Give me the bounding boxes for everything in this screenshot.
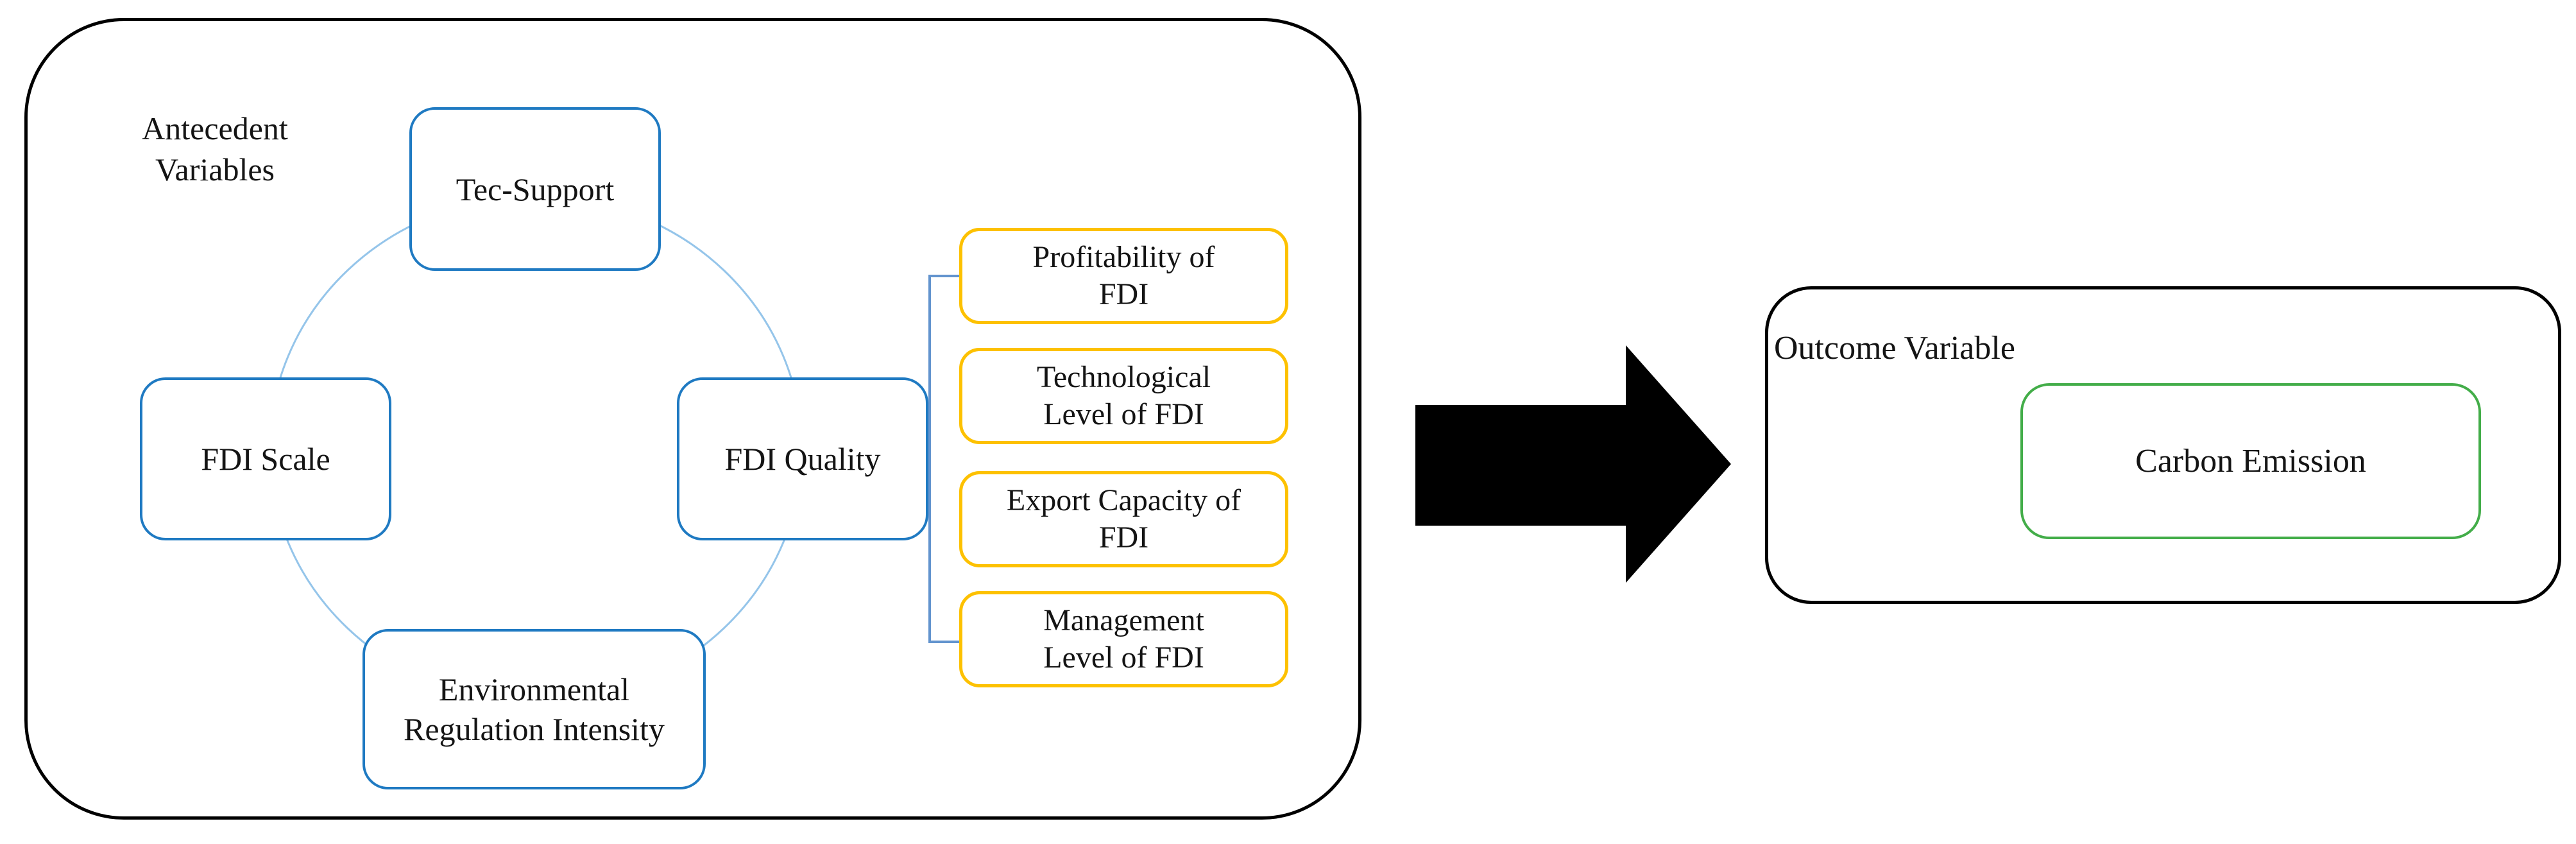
node-management-line2: Level of FDI	[1043, 641, 1204, 675]
node-management-line1: Management	[1043, 603, 1204, 637]
node-fdi-scale-label: FDI Scale	[201, 441, 330, 477]
node-profitability-line2: FDI	[1098, 277, 1149, 311]
antecedent-title-line1: Antecedent	[142, 110, 288, 146]
node-env-reg-label-line2: Regulation Intensity	[404, 711, 665, 747]
node-carbon-emission-label: Carbon Emission	[2135, 442, 2366, 479]
node-env-reg-label-line1: Environmental	[438, 671, 630, 707]
node-tec-support-label: Tec-Support	[456, 171, 615, 207]
node-fdi-quality-label: FDI Quality	[724, 441, 881, 477]
antecedent-panel-title: Antecedent Variables	[109, 108, 321, 190]
node-tec-support: Tec-Support	[409, 107, 661, 271]
node-export-capacity-line1: Export Capacity of	[1006, 483, 1241, 517]
antecedent-variables-container	[24, 18, 1361, 820]
node-export-capacity-of-fdi: Export Capacity of FDI	[959, 471, 1288, 567]
node-technological-line2: Level of FDI	[1043, 397, 1204, 431]
node-environmental-regulation-intensity: Environmental Regulation Intensity	[363, 629, 706, 789]
outcome-panel-title: Outcome Variable	[1774, 330, 2015, 366]
outcome-variable-container	[1765, 286, 2561, 604]
fdi-quality-bracket	[928, 275, 960, 643]
antecedent-title-line2: Variables	[155, 151, 275, 187]
node-fdi-scale: FDI Scale	[140, 377, 391, 540]
node-export-capacity-line2: FDI	[1098, 521, 1149, 555]
node-fdi-quality: FDI Quality	[677, 377, 928, 540]
node-profitability-line1: Profitability of	[1032, 240, 1215, 274]
node-technological-line1: Technological	[1036, 360, 1211, 394]
node-technological-level-of-fdi: Technological Level of FDI	[959, 348, 1288, 444]
flow-arrow-icon	[1415, 345, 1731, 583]
node-carbon-emission: Carbon Emission	[2020, 383, 2481, 539]
node-management-level-of-fdi: Management Level of FDI	[959, 591, 1288, 687]
node-profitability-of-fdi: Profitability of FDI	[959, 228, 1288, 324]
